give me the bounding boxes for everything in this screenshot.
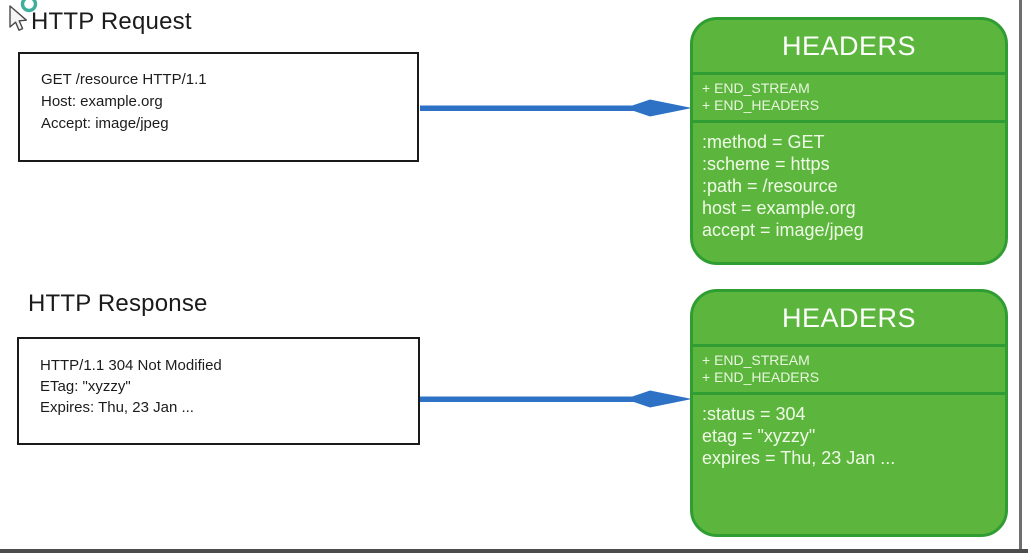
request-title: HTTP Request: [31, 8, 192, 35]
frame-flags: + END_STREAM + END_HEADERS: [693, 72, 1005, 120]
frame-fields: :method = GET :scheme = https :path = /r…: [693, 120, 1005, 241]
response-line: Expires: Thu, 23 Jan ...: [40, 399, 194, 416]
request-arrow-icon: [420, 99, 692, 117]
frame-field: etag = "xyzzy": [702, 426, 816, 446]
window-right-edge: [1019, 0, 1022, 551]
request-line: Accept: image/jpeg: [41, 115, 169, 132]
frame-flag: + END_HEADERS: [702, 97, 820, 113]
frame-flag: + END_STREAM: [702, 80, 810, 96]
frame-flags: + END_STREAM + END_HEADERS: [693, 344, 1005, 392]
request-line: Host: example.org: [41, 93, 163, 110]
request-line: GET /resource HTTP/1.1: [41, 71, 207, 88]
frame-field: :path = /resource: [702, 176, 838, 196]
frame-field: :method = GET: [702, 132, 825, 152]
frame-title: HEADERS: [781, 302, 917, 333]
cursor-icon: [9, 0, 38, 31]
frame-title: HEADERS: [781, 30, 917, 61]
frame-field: :status = 304: [702, 404, 806, 424]
response-title: HTTP Response: [28, 290, 208, 317]
response-line: HTTP/1.1 304 Not Modified: [40, 357, 222, 374]
request-message-box: GET /resource HTTP/1.1 Host: example.org…: [18, 52, 419, 162]
frame-fields: :status = 304 etag = "xyzzy" expires = T…: [693, 392, 1005, 469]
frame-field: host = example.org: [702, 198, 856, 218]
response-message-box: HTTP/1.1 304 Not Modified ETag: "xyzzy" …: [17, 337, 420, 445]
frame-field: expires = Thu, 23 Jan ...: [702, 448, 896, 468]
response-arrow-icon: [420, 390, 692, 408]
frame-field: accept = image/jpeg: [702, 220, 864, 240]
frame-field: :scheme = https: [702, 154, 830, 174]
response-line: ETag: "xyzzy": [40, 378, 131, 395]
window-bottom-edge: [0, 549, 1028, 553]
headers-frame-request: HEADERS + END_STREAM + END_HEADERS :meth…: [690, 17, 1008, 265]
headers-frame-response: HEADERS + END_STREAM + END_HEADERS :stat…: [690, 289, 1008, 537]
busy-ring-icon: [20, 0, 38, 13]
frame-flag: + END_STREAM: [702, 352, 810, 368]
frame-flag: + END_HEADERS: [702, 369, 820, 385]
